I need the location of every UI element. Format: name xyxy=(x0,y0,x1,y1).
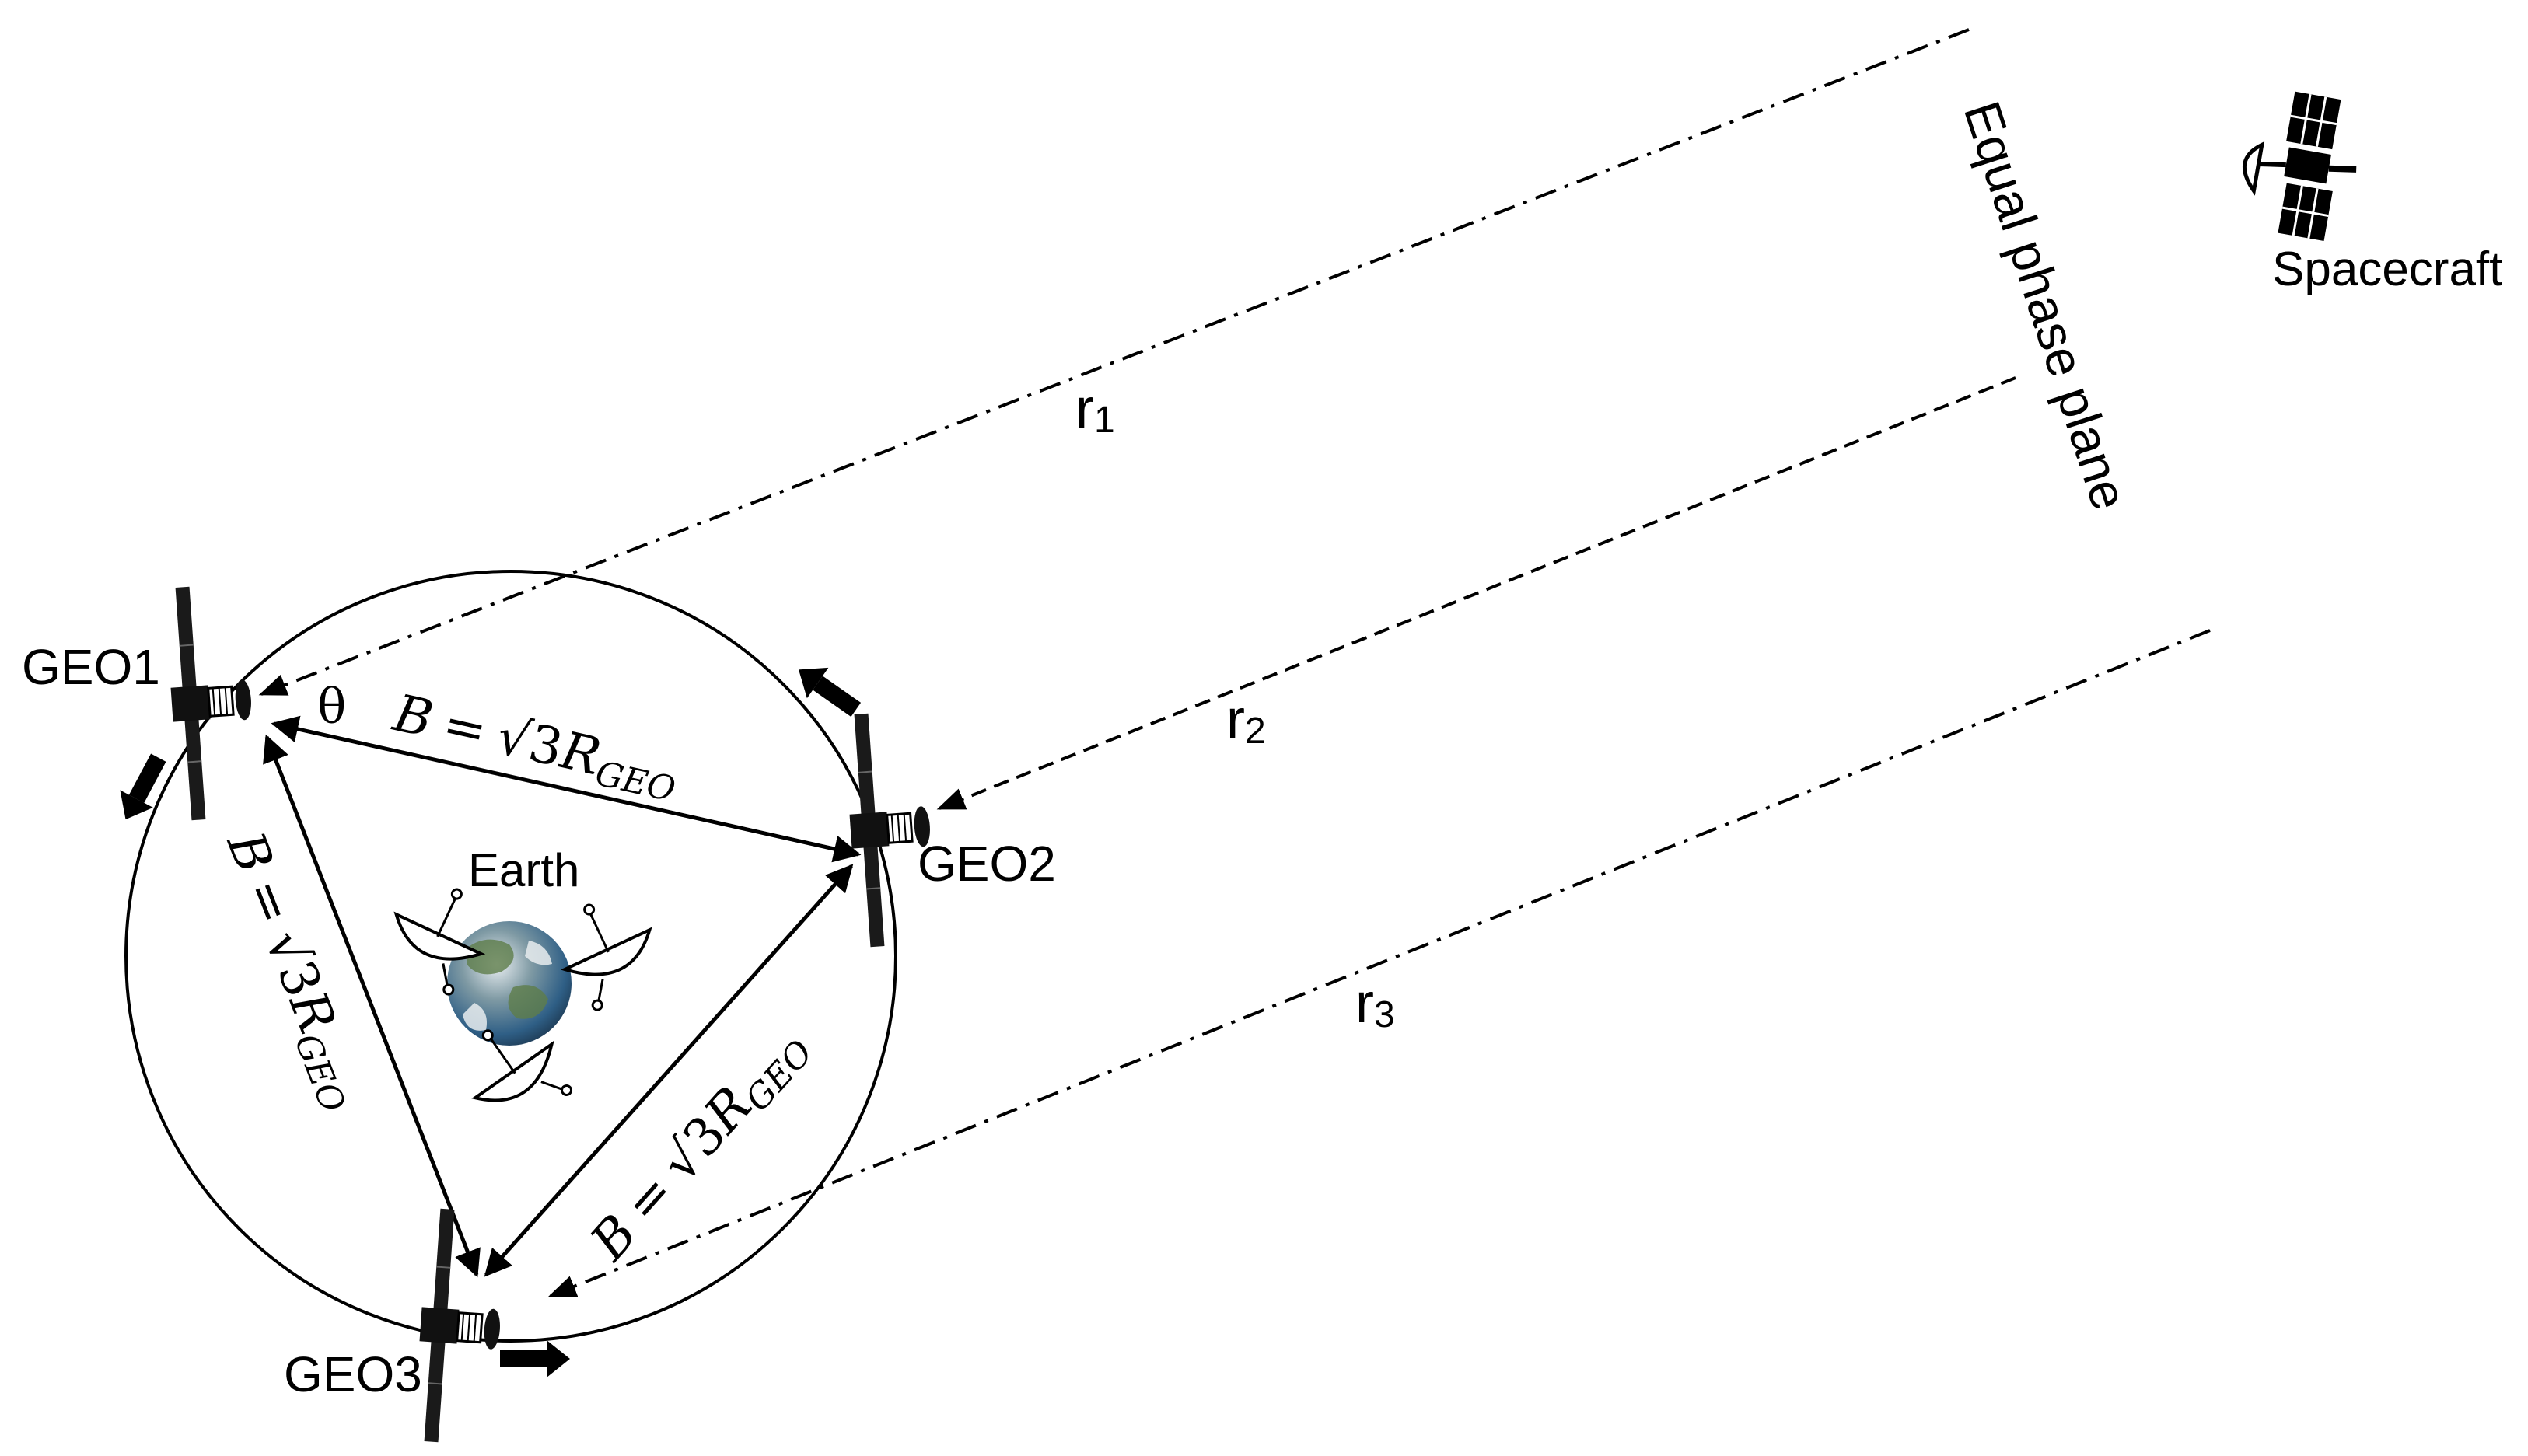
baseline-formula-top: B=√3RGEO xyxy=(386,683,684,810)
spacecraft-icon xyxy=(2242,91,2357,242)
geo2-label: GEO2 xyxy=(918,836,1056,892)
ray-r1 xyxy=(258,28,1970,696)
baseline-geo2-geo3 xyxy=(484,864,854,1277)
theta-label: θ xyxy=(317,678,346,735)
baseline-formula-left: B=√3RGEO xyxy=(210,823,376,1118)
geo3-satellite-icon xyxy=(411,1206,509,1447)
equal-phase-plane-label: Equal phase plane xyxy=(1953,94,2139,516)
r1-label: r1 xyxy=(1075,378,1115,441)
ray-r2 xyxy=(936,376,2016,810)
geo3-motion-arrow xyxy=(500,1340,570,1377)
earth-label: Earth xyxy=(468,844,579,896)
ray-r3 xyxy=(547,629,2211,1297)
earth-icon xyxy=(447,921,572,1046)
geo2-satellite-icon xyxy=(841,708,939,949)
spacecraft-label: Spacecraft xyxy=(2272,243,2502,296)
geo3-label: GEO3 xyxy=(284,1346,422,1402)
r3-label: r3 xyxy=(1355,972,1395,1035)
geo1-satellite-icon xyxy=(163,581,260,822)
r2-label: r2 xyxy=(1226,689,1266,752)
geo1-label: GEO1 xyxy=(22,639,160,695)
baseline-geo1-geo3 xyxy=(263,734,481,1278)
geo-orbit-circle xyxy=(124,570,897,1343)
